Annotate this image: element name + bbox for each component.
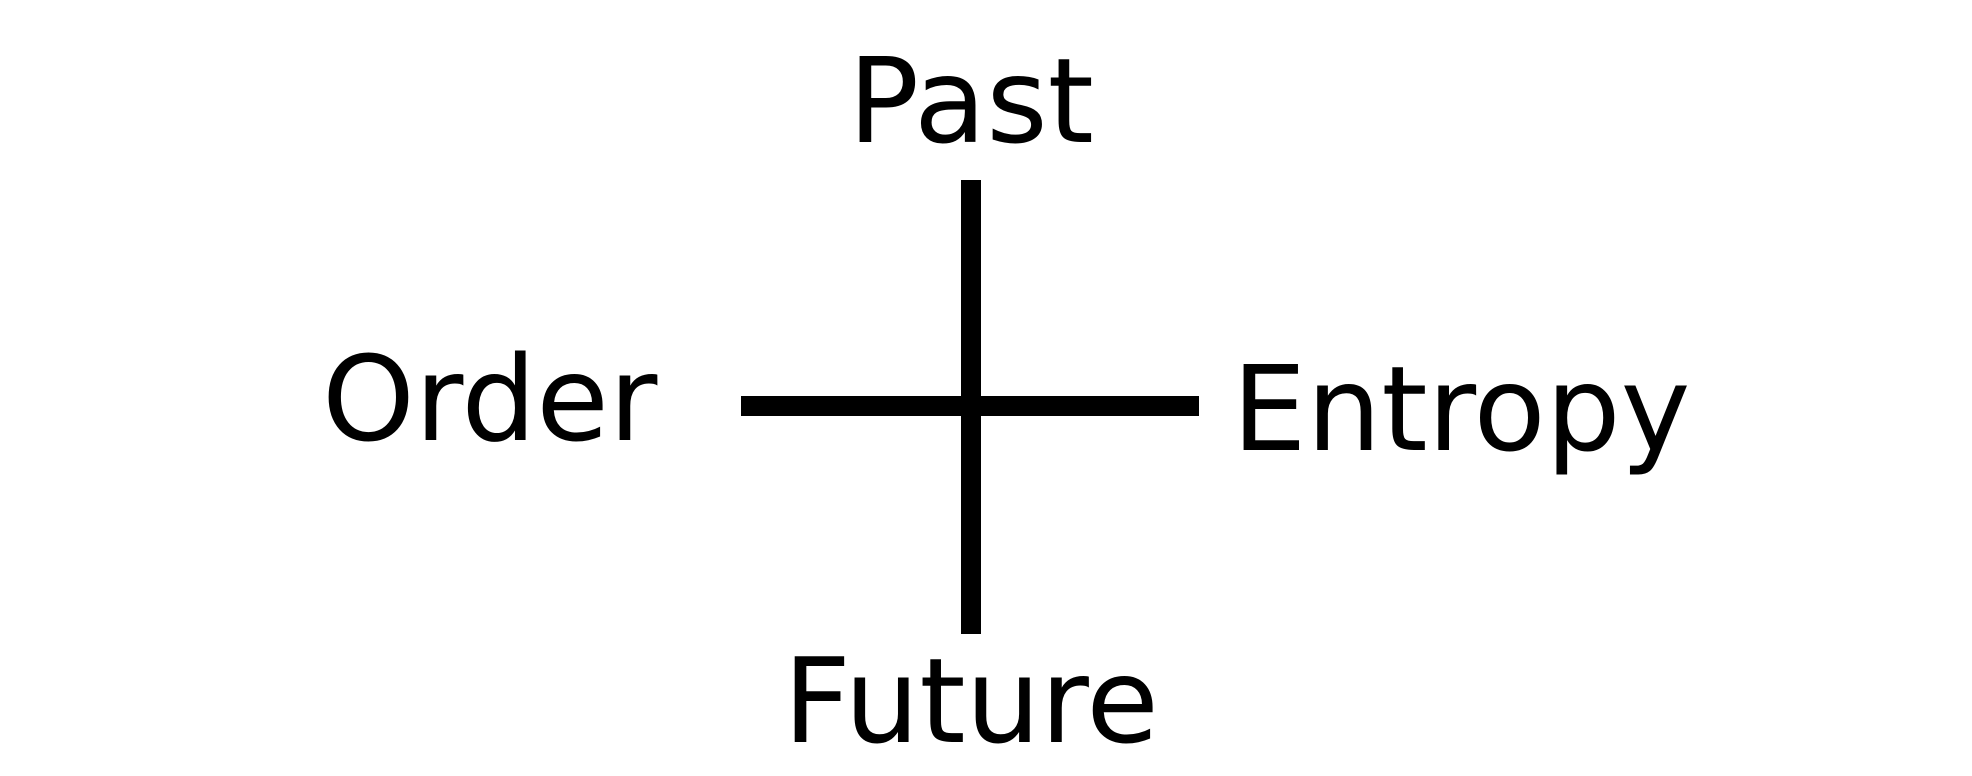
left-axis-label: Order <box>322 330 658 468</box>
right-axis-label: Entropy <box>1232 340 1691 478</box>
top-axis-label: Past <box>848 32 1094 170</box>
horizontal-axis-line <box>741 396 1199 416</box>
bottom-axis-label: Future <box>783 632 1159 770</box>
